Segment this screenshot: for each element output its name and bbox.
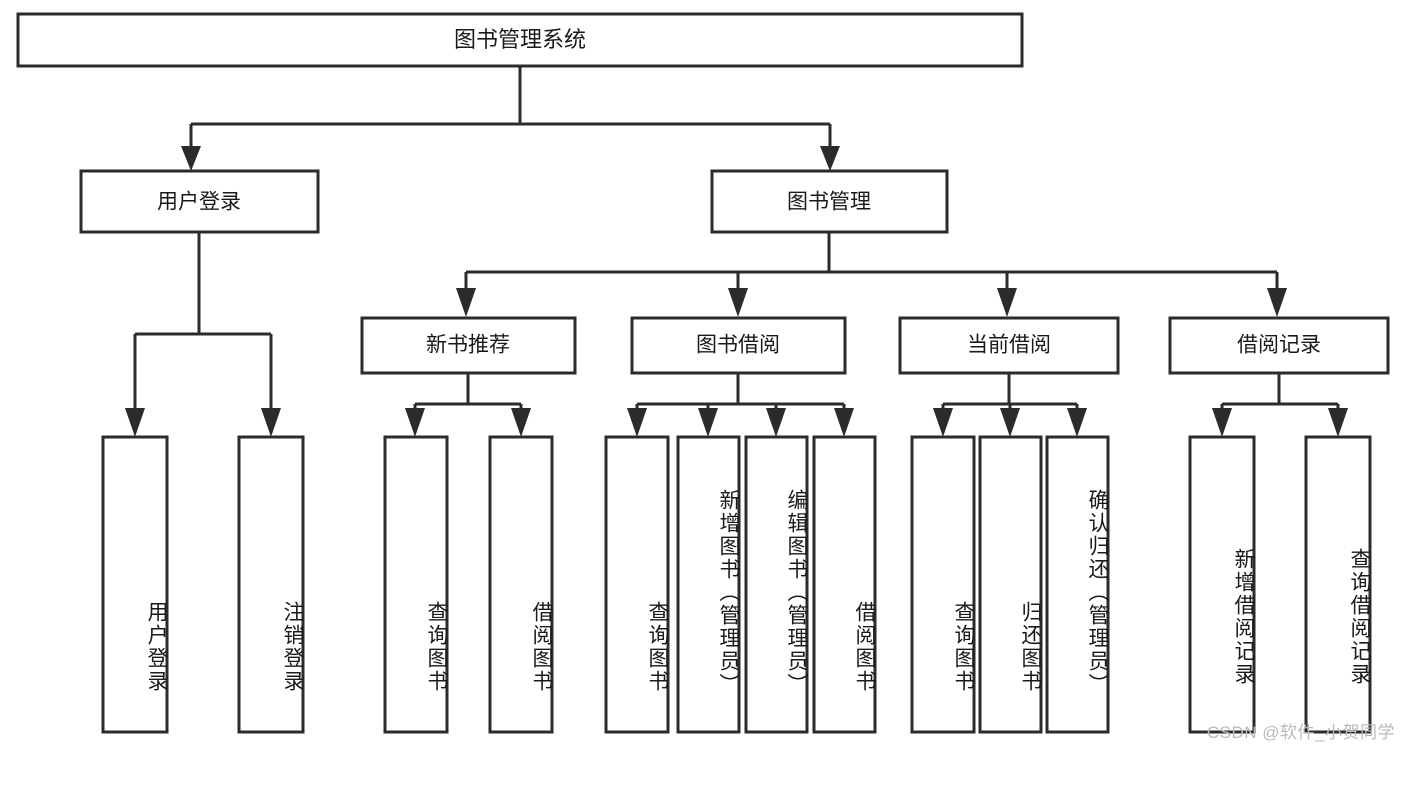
- arrowhead-icon: [834, 408, 854, 437]
- arrowhead-icon: [1267, 288, 1287, 317]
- arrowhead-icon: [1067, 408, 1087, 437]
- connector-borrow-record-to-leaves: [1212, 373, 1348, 437]
- leaf-box-6[interactable]: [676, 435, 741, 734]
- arrowhead-icon: [181, 146, 201, 171]
- leaf-box-10[interactable]: [978, 435, 1043, 734]
- functional-structure-diagram: 图书管理系统 用户登录 图书管理: [16, 12, 1395, 742]
- root-label: 图书管理系统: [454, 27, 586, 52]
- arrowhead-icon: [456, 288, 476, 317]
- leaf-boxes: [101, 435, 1372, 734]
- current-borrow-box: [898, 316, 1120, 375]
- leaf-box-11[interactable]: [1045, 435, 1110, 734]
- user-login-box: [79, 169, 320, 234]
- arrowhead-icon: [1328, 408, 1348, 437]
- new-book-rec-box: [360, 316, 577, 375]
- leaf-box-12[interactable]: [1188, 435, 1256, 734]
- arrowhead-icon: [1000, 408, 1020, 437]
- leaf-box-1[interactable]: [101, 435, 169, 734]
- node-book-manage[interactable]: 图书管理: [710, 169, 949, 234]
- arrowhead-icon: [627, 408, 647, 437]
- arrowhead-icon: [261, 408, 281, 437]
- current-borrow-label: 当前借阅: [967, 334, 1051, 357]
- arrowhead-icon: [728, 288, 748, 317]
- node-user-login[interactable]: 用户登录: [79, 169, 320, 234]
- user-login-label: 用户登录: [157, 191, 241, 214]
- leaf-box-13[interactable]: [1304, 435, 1372, 734]
- leaf-box-7[interactable]: [744, 435, 809, 734]
- node-root[interactable]: 图书管理系统: [16, 12, 1024, 68]
- arrowhead-icon: [511, 408, 531, 437]
- arrowhead-icon: [933, 408, 953, 437]
- connector-root-to-level2: [181, 66, 840, 171]
- book-manage-label: 图书管理: [787, 191, 871, 214]
- borrow-record-label: 借阅记录: [1237, 334, 1321, 357]
- arrowhead-icon: [766, 408, 786, 437]
- leaf-box-4[interactable]: [488, 435, 554, 734]
- connector-user-login-to-leaves: [125, 232, 281, 437]
- connector-book-borrow-to-leaves: [627, 373, 854, 437]
- connector-current-borrow-to-leaves: [933, 373, 1087, 437]
- diagram-canvas: 图书管理系统 用户登录 图书管理: [16, 12, 1390, 734]
- node-current-borrow[interactable]: 当前借阅: [898, 316, 1120, 375]
- connector-book-manage-to-level3: [456, 232, 1287, 317]
- leaf-box-8[interactable]: [812, 435, 877, 734]
- connector-new-book-rec-to-leaves: [405, 373, 531, 437]
- node-borrow-record[interactable]: 借阅记录: [1168, 316, 1390, 375]
- leaf-box-2[interactable]: [237, 435, 305, 734]
- arrowhead-icon: [125, 408, 145, 437]
- arrowhead-icon: [1212, 408, 1232, 437]
- leaf-box-5[interactable]: [604, 435, 670, 734]
- new-book-rec-label: 新书推荐: [426, 334, 510, 357]
- node-new-book-rec[interactable]: 新书推荐: [360, 316, 577, 375]
- arrowhead-icon: [997, 288, 1017, 317]
- root-box: [16, 12, 1024, 68]
- node-book-borrow[interactable]: 图书借阅: [630, 316, 847, 375]
- leaf-box-9[interactable]: [910, 435, 976, 734]
- book-borrow-label: 图书借阅: [696, 334, 780, 357]
- arrowhead-icon: [698, 408, 718, 437]
- arrowhead-icon: [820, 146, 840, 171]
- leaf-box-3[interactable]: [383, 435, 449, 734]
- csdn-watermark: CSDN @软件_小贺同学: [1206, 723, 1395, 742]
- arrowhead-icon: [405, 408, 425, 437]
